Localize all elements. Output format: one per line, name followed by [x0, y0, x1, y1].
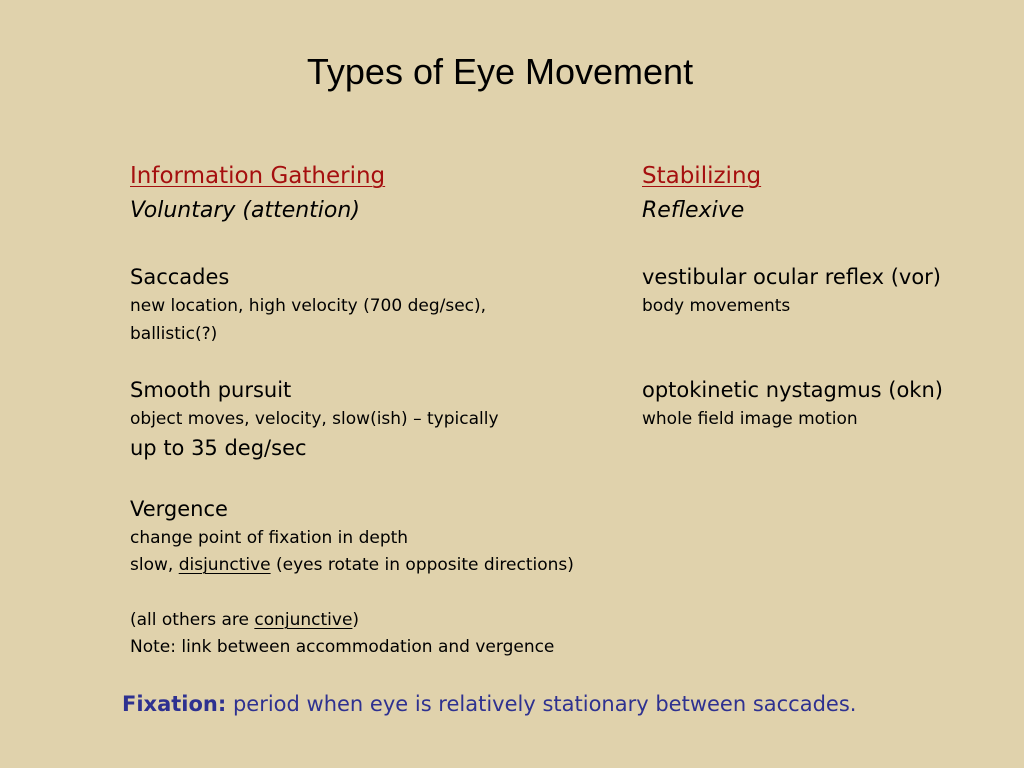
vergence-line2-prefix: slow, — [130, 555, 179, 575]
okn-line1: whole field image motion — [642, 409, 858, 429]
term-conjunctive: conjunctive — [254, 610, 353, 630]
fixation-text: period when eye is relatively stationary… — [226, 692, 857, 716]
others-line: (all others are conjunctive) — [130, 608, 359, 632]
smooth-pursuit-title: Smooth pursuit — [130, 378, 292, 402]
subheading-reflexive: Reflexive — [642, 198, 745, 223]
fixation-definition: Fixation: period when eye is relatively … — [122, 689, 856, 719]
others-prefix: (all others are — [130, 610, 255, 630]
slide-title: Types of Eye Movement — [306, 51, 694, 92]
vergence-title: Vergence — [130, 497, 228, 521]
subheading-voluntary: Voluntary (attention) — [130, 198, 360, 223]
fixation-label: Fixation: — [122, 692, 227, 716]
saccades-title: Saccades — [130, 265, 230, 289]
smooth-pursuit-line1: object moves, velocity, slow(ish) – typi… — [130, 409, 499, 429]
okn-title: optokinetic nystagmus (okn) — [642, 378, 943, 402]
smooth-pursuit-line2: up to 35 deg/sec — [130, 436, 307, 460]
vor-line1: body movements — [642, 296, 791, 316]
heading-information-gathering: Information Gathering — [130, 163, 386, 189]
term-disjunctive: disjunctive — [178, 555, 271, 575]
vergence-line2: slow, disjunctive (eyes rotate in opposi… — [130, 553, 574, 577]
saccades-line2: ballistic(?) — [130, 324, 218, 344]
others-suffix: ) — [352, 610, 360, 630]
saccades-line1: new location, high velocity (700 deg/sec… — [130, 296, 487, 316]
heading-stabilizing: Stabilizing — [642, 163, 762, 189]
vor-title: vestibular ocular reflex (vor) — [642, 265, 941, 289]
vergence-line1: change point of fixation in depth — [130, 528, 409, 548]
note-line: Note: link between accommodation and ver… — [130, 637, 555, 657]
vergence-line2-suffix: (eyes rotate in opposite directions) — [270, 555, 574, 575]
